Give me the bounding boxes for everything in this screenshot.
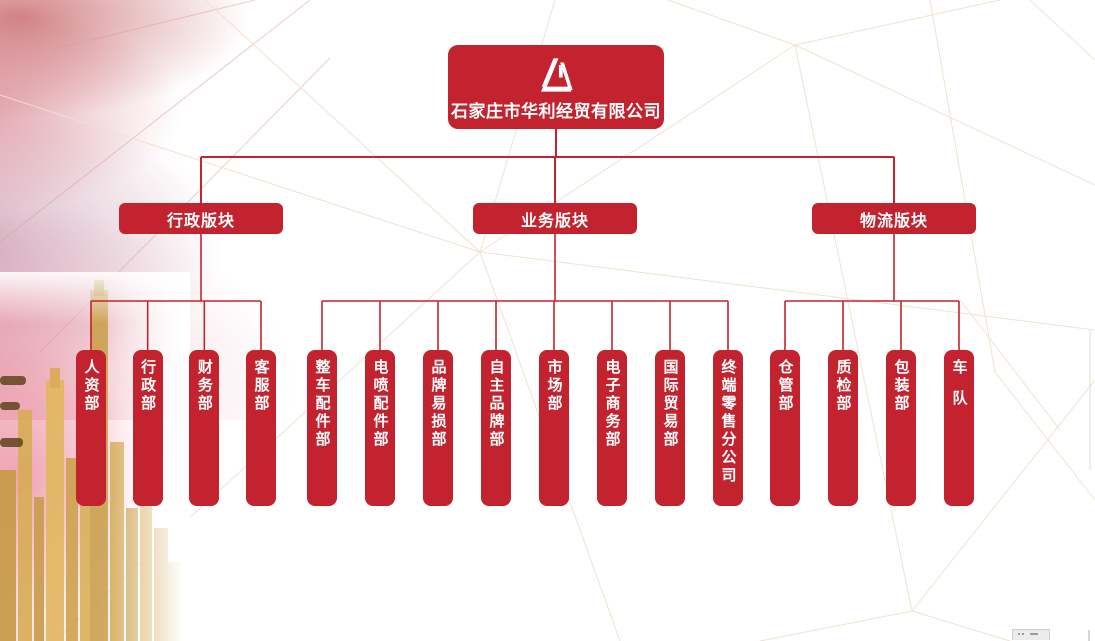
company-root-node: 石家庄市华利经贸有限公司 [448,45,664,129]
department-box: 电喷配件部 [365,350,395,506]
department-box: 自主品牌部 [481,350,511,506]
section-box-logistics: 物流版块 [812,203,976,234]
department-box: 质检部 [828,350,858,506]
department-box: 电子商务部 [597,350,627,506]
department-box: 市场部 [539,350,569,506]
department-label: 自主品牌部 [487,359,505,449]
department-label: 财务部 [195,359,213,413]
department-label: 人资部 [82,359,100,413]
department-label: 包装部 [892,359,910,413]
department-label: 仓管部 [776,359,794,413]
department-box: 包装部 [886,350,916,506]
department-label: 车队 [950,359,968,421]
section-box-admin: 行政版块 [119,203,283,234]
department-box: 品牌易损部 [423,350,453,506]
department-label: 整车配件部 [313,359,331,449]
section-label: 行政版块 [166,212,235,230]
department-label: 质检部 [834,359,852,413]
department-label: 终端零售分公司 [719,359,737,485]
watermark-tick [1088,630,1090,641]
company-logo-icon [536,56,576,94]
department-label: 品牌易损部 [429,359,447,449]
department-box: 国际贸易部 [655,350,685,506]
department-box: 财务部 [189,350,220,506]
section-box-business: 业务版块 [473,203,637,234]
watermark-fragment [1012,629,1050,640]
department-box: 车队 [944,350,974,506]
section-label: 物流版块 [859,212,928,230]
department-label: 电子商务部 [603,359,621,449]
department-box: 人资部 [76,350,106,506]
department-box: 行政部 [132,350,163,506]
department-label: 电喷配件部 [371,359,389,449]
department-box: 终端零售分公司 [713,350,743,506]
department-label: 客服部 [252,359,270,413]
department-label: 行政部 [139,359,157,413]
department-label: 国际贸易部 [661,359,679,449]
department-box: 仓管部 [770,350,800,506]
department-label: 市场部 [545,359,563,413]
department-box: 整车配件部 [307,350,337,506]
company-name: 石家庄市华利经贸有限公司 [451,102,661,121]
department-box: 客服部 [246,350,276,506]
section-label: 业务版块 [520,212,589,230]
